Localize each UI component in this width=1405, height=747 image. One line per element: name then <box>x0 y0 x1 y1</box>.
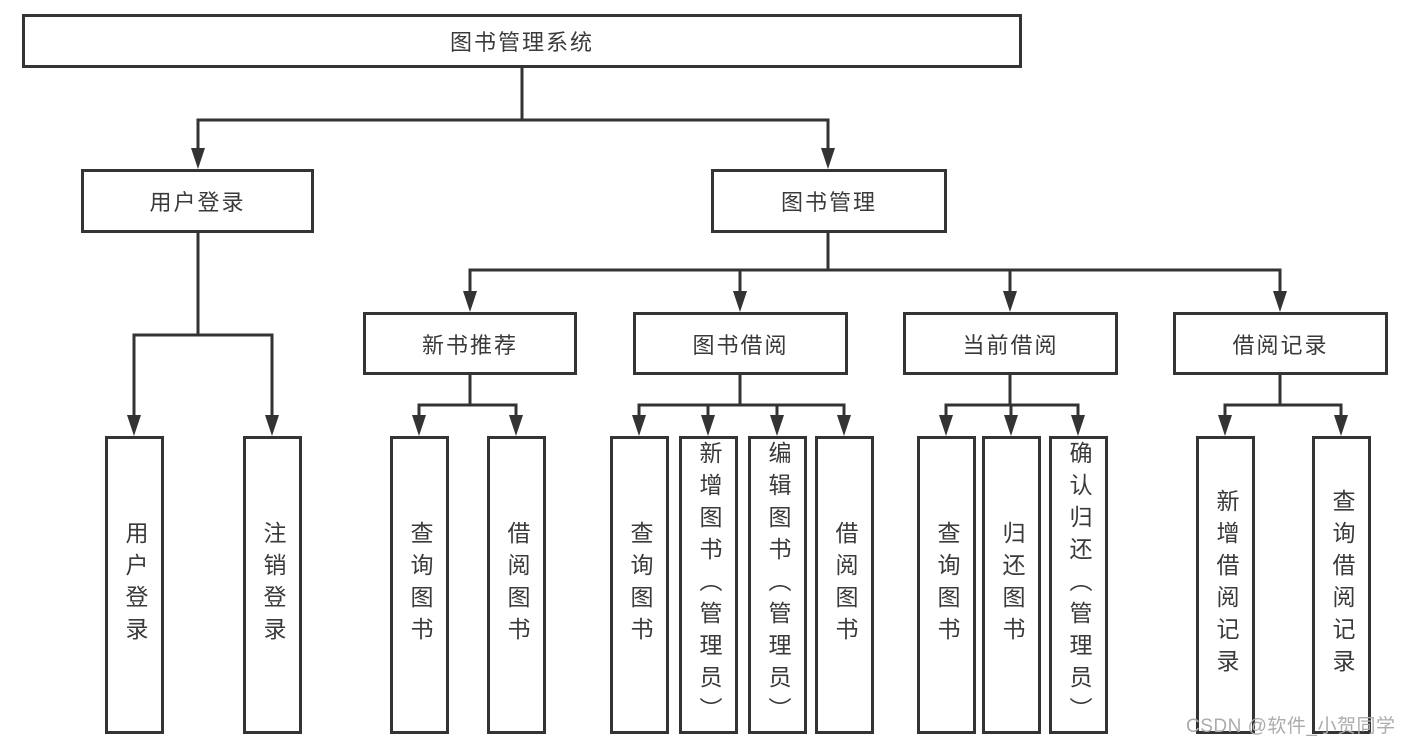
node-borrowing-records: 借阅记录 <box>1173 312 1388 375</box>
arrowhead-down-icon <box>1071 415 1085 436</box>
node-borrow-books: 借阅图书 <box>815 436 874 734</box>
node-add-book-admin: 新增图书（管理员） <box>679 436 738 734</box>
node-query-books-borrow: 查询图书 <box>610 436 669 734</box>
node-current-borrowing: 当前借阅 <box>903 312 1118 375</box>
node-edit-book-admin: 编辑图书（管理员） <box>748 436 807 734</box>
arrowhead-down-icon <box>509 415 523 436</box>
node-add-borrow-record: 新增借阅记录 <box>1196 436 1255 734</box>
arrowhead-down-icon <box>821 148 835 169</box>
arrowhead-down-icon <box>632 415 646 436</box>
node-library-management-system: 图书管理系统 <box>22 14 1022 68</box>
arrowhead-down-icon <box>191 148 205 169</box>
arrowhead-down-icon <box>265 415 279 436</box>
arrowhead-down-icon <box>701 415 715 436</box>
node-confirm-return-admin: 确认归还（管理员） <box>1049 436 1108 734</box>
node-query-books-current: 查询图书 <box>917 436 976 734</box>
arrowhead-down-icon <box>837 415 851 436</box>
arrowhead-down-icon <box>127 415 141 436</box>
arrowhead-down-icon <box>463 291 477 312</box>
arrowhead-down-icon <box>412 415 426 436</box>
arrowhead-down-icon <box>1273 291 1287 312</box>
watermark-text: CSDN @软件_小贺同学 <box>1186 716 1396 737</box>
arrowhead-down-icon <box>939 415 953 436</box>
node-return-books: 归还图书 <box>982 436 1041 734</box>
node-query-books-recommend: 查询图书 <box>390 436 449 734</box>
arrowhead-down-icon <box>1004 415 1018 436</box>
node-logout: 注销登录 <box>243 436 302 734</box>
arrowhead-down-icon <box>733 291 747 312</box>
node-user-login-branch: 用户登录 <box>81 169 314 233</box>
arrowhead-down-icon <box>770 415 784 436</box>
node-borrow-books-recommend: 借阅图书 <box>487 436 546 734</box>
arrowhead-down-icon <box>1334 415 1348 436</box>
node-new-book-recommendation: 新书推荐 <box>363 312 577 375</box>
node-user-login: 用户登录 <box>105 436 164 734</box>
node-book-management-branch: 图书管理 <box>711 169 947 233</box>
node-query-borrow-record: 查询借阅记录 <box>1312 436 1371 734</box>
node-book-borrowing: 图书借阅 <box>633 312 848 375</box>
arrowhead-group <box>127 148 1348 436</box>
arrowhead-down-icon <box>1218 415 1232 436</box>
arrowhead-down-icon <box>1003 291 1017 312</box>
